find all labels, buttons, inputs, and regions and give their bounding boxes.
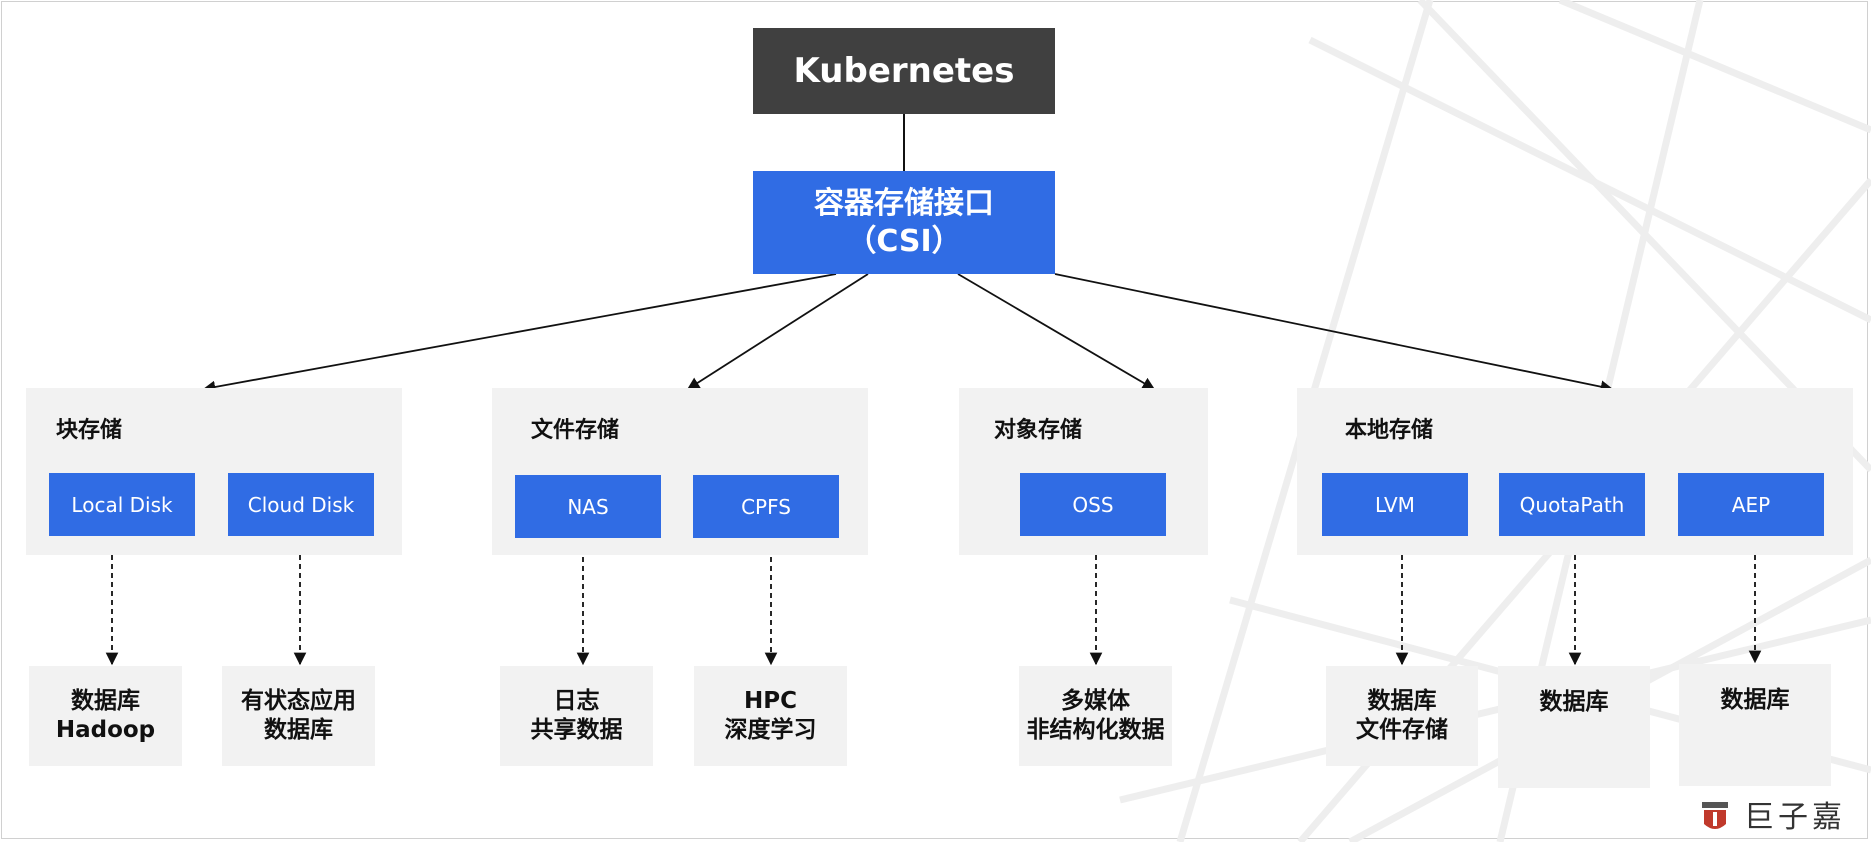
kubernetes-label: Kubernetes [793,51,1015,91]
use-quotapath: 数据库 [1498,666,1650,788]
use-lvm: 数据库 文件存储 [1326,666,1478,766]
arrow-file [686,273,869,390]
group-title-local: 本地存储 [1345,418,1434,443]
tech-aep: AEP [1678,473,1824,536]
tech-oss: OSS [1020,473,1166,536]
tech-cloud-disk: Cloud Disk [228,473,374,536]
brand-mark-icon [1702,802,1728,829]
use-local-disk: 数据库 Hadoop [29,666,182,766]
csi-label-line1: 容器存储接口 [814,185,994,221]
brand-name: 巨子嘉 [1744,800,1846,835]
use-cloud-disk: 有状态应用 数据库 [222,666,375,766]
tech-lvm: LVM [1322,473,1468,536]
tech-cpfs: CPFS [693,475,839,538]
arrow-block [202,273,837,394]
tech-nas: NAS [515,475,661,538]
group-title-object: 对象存储 [994,418,1083,443]
arrow-local [1054,273,1614,393]
group-title-file: 文件存储 [531,418,620,443]
use-cpfs: HPC 深度学习 [694,666,847,766]
use-nas: 日志 共享数据 [500,666,653,766]
kubernetes-node: Kubernetes [753,28,1055,114]
tech-quotapath: QuotaPath [1499,473,1645,536]
csi-label-line2: （CSI） [846,223,962,259]
use-aep: 数据库 [1679,664,1831,786]
arrow-object [957,273,1156,390]
brand-logo: 巨子嘉 [1700,792,1846,836]
csi-node: 容器存储接口 （CSI） [753,171,1055,274]
use-oss: 多媒体 非结构化数据 [1019,666,1172,766]
tech-local-disk: Local Disk [49,473,195,536]
group-title-block: 块存储 [56,418,123,443]
